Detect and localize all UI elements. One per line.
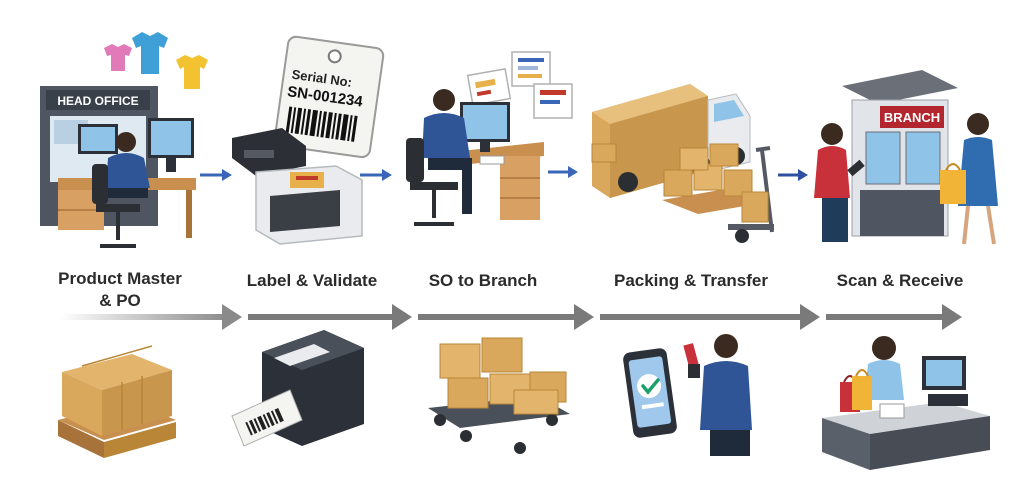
check-icon [641,378,660,395]
shirt-pink-icon [104,44,132,71]
cart-boxes-icon [428,337,570,454]
mobile-verify-scene [623,334,752,456]
step-label-line: & PO [99,291,141,310]
shirt-blue-icon [132,32,168,74]
shopping-bag-icon [940,170,966,204]
flow-arrow [360,169,392,181]
step-label-line: Product Master [58,269,182,288]
step-label-line: Scan & Receive [836,271,964,290]
packing-transfer-scene [591,84,774,243]
so-to-branch-scene [406,51,573,226]
step-label-packing-transfer: Packing & Transfer [596,270,786,292]
flow-arrow [548,166,578,178]
progress-arrow-2 [248,304,412,330]
progress-arrow-3 [418,304,594,330]
label-printer-icon [231,330,364,447]
shopping-bag-icon [852,376,872,410]
head-office-sign: HEAD OFFICE [57,94,138,108]
head-office-scene: HEAD OFFICE [40,32,208,248]
branch-scene: BRANCH [814,70,998,245]
branch-sign: BRANCH [884,110,940,125]
checkout-counter-scene [822,336,990,470]
progress-arrow-4 [600,304,820,330]
flow-arrow [778,169,808,181]
step-label-so-to-branch: SO to Branch [408,270,558,292]
progress-arrow-1 [60,304,242,330]
progress-arrow-5 [826,304,962,330]
flow-arrow [200,169,232,181]
document-icon [466,68,512,106]
step-label-line: Label & Validate [246,271,378,290]
branch-sign-bg [880,106,944,128]
pallet-boxes-icon [58,345,176,458]
step-label-line: SO to Branch [428,271,538,290]
scanner-icon [847,159,865,177]
step-label-product-master: Product Master & PO [40,268,200,312]
shirt-yellow-icon [176,55,208,89]
barcode-icon [285,106,358,142]
label-validate-scene: Serial No: SN-001234 [232,35,385,245]
step-label-scan-receive: Scan & Receive [815,270,985,292]
step-label-label-validate: Label & Validate [222,270,402,292]
scanner-icon [683,343,699,367]
step-label-line: Packing & Transfer [613,271,768,290]
